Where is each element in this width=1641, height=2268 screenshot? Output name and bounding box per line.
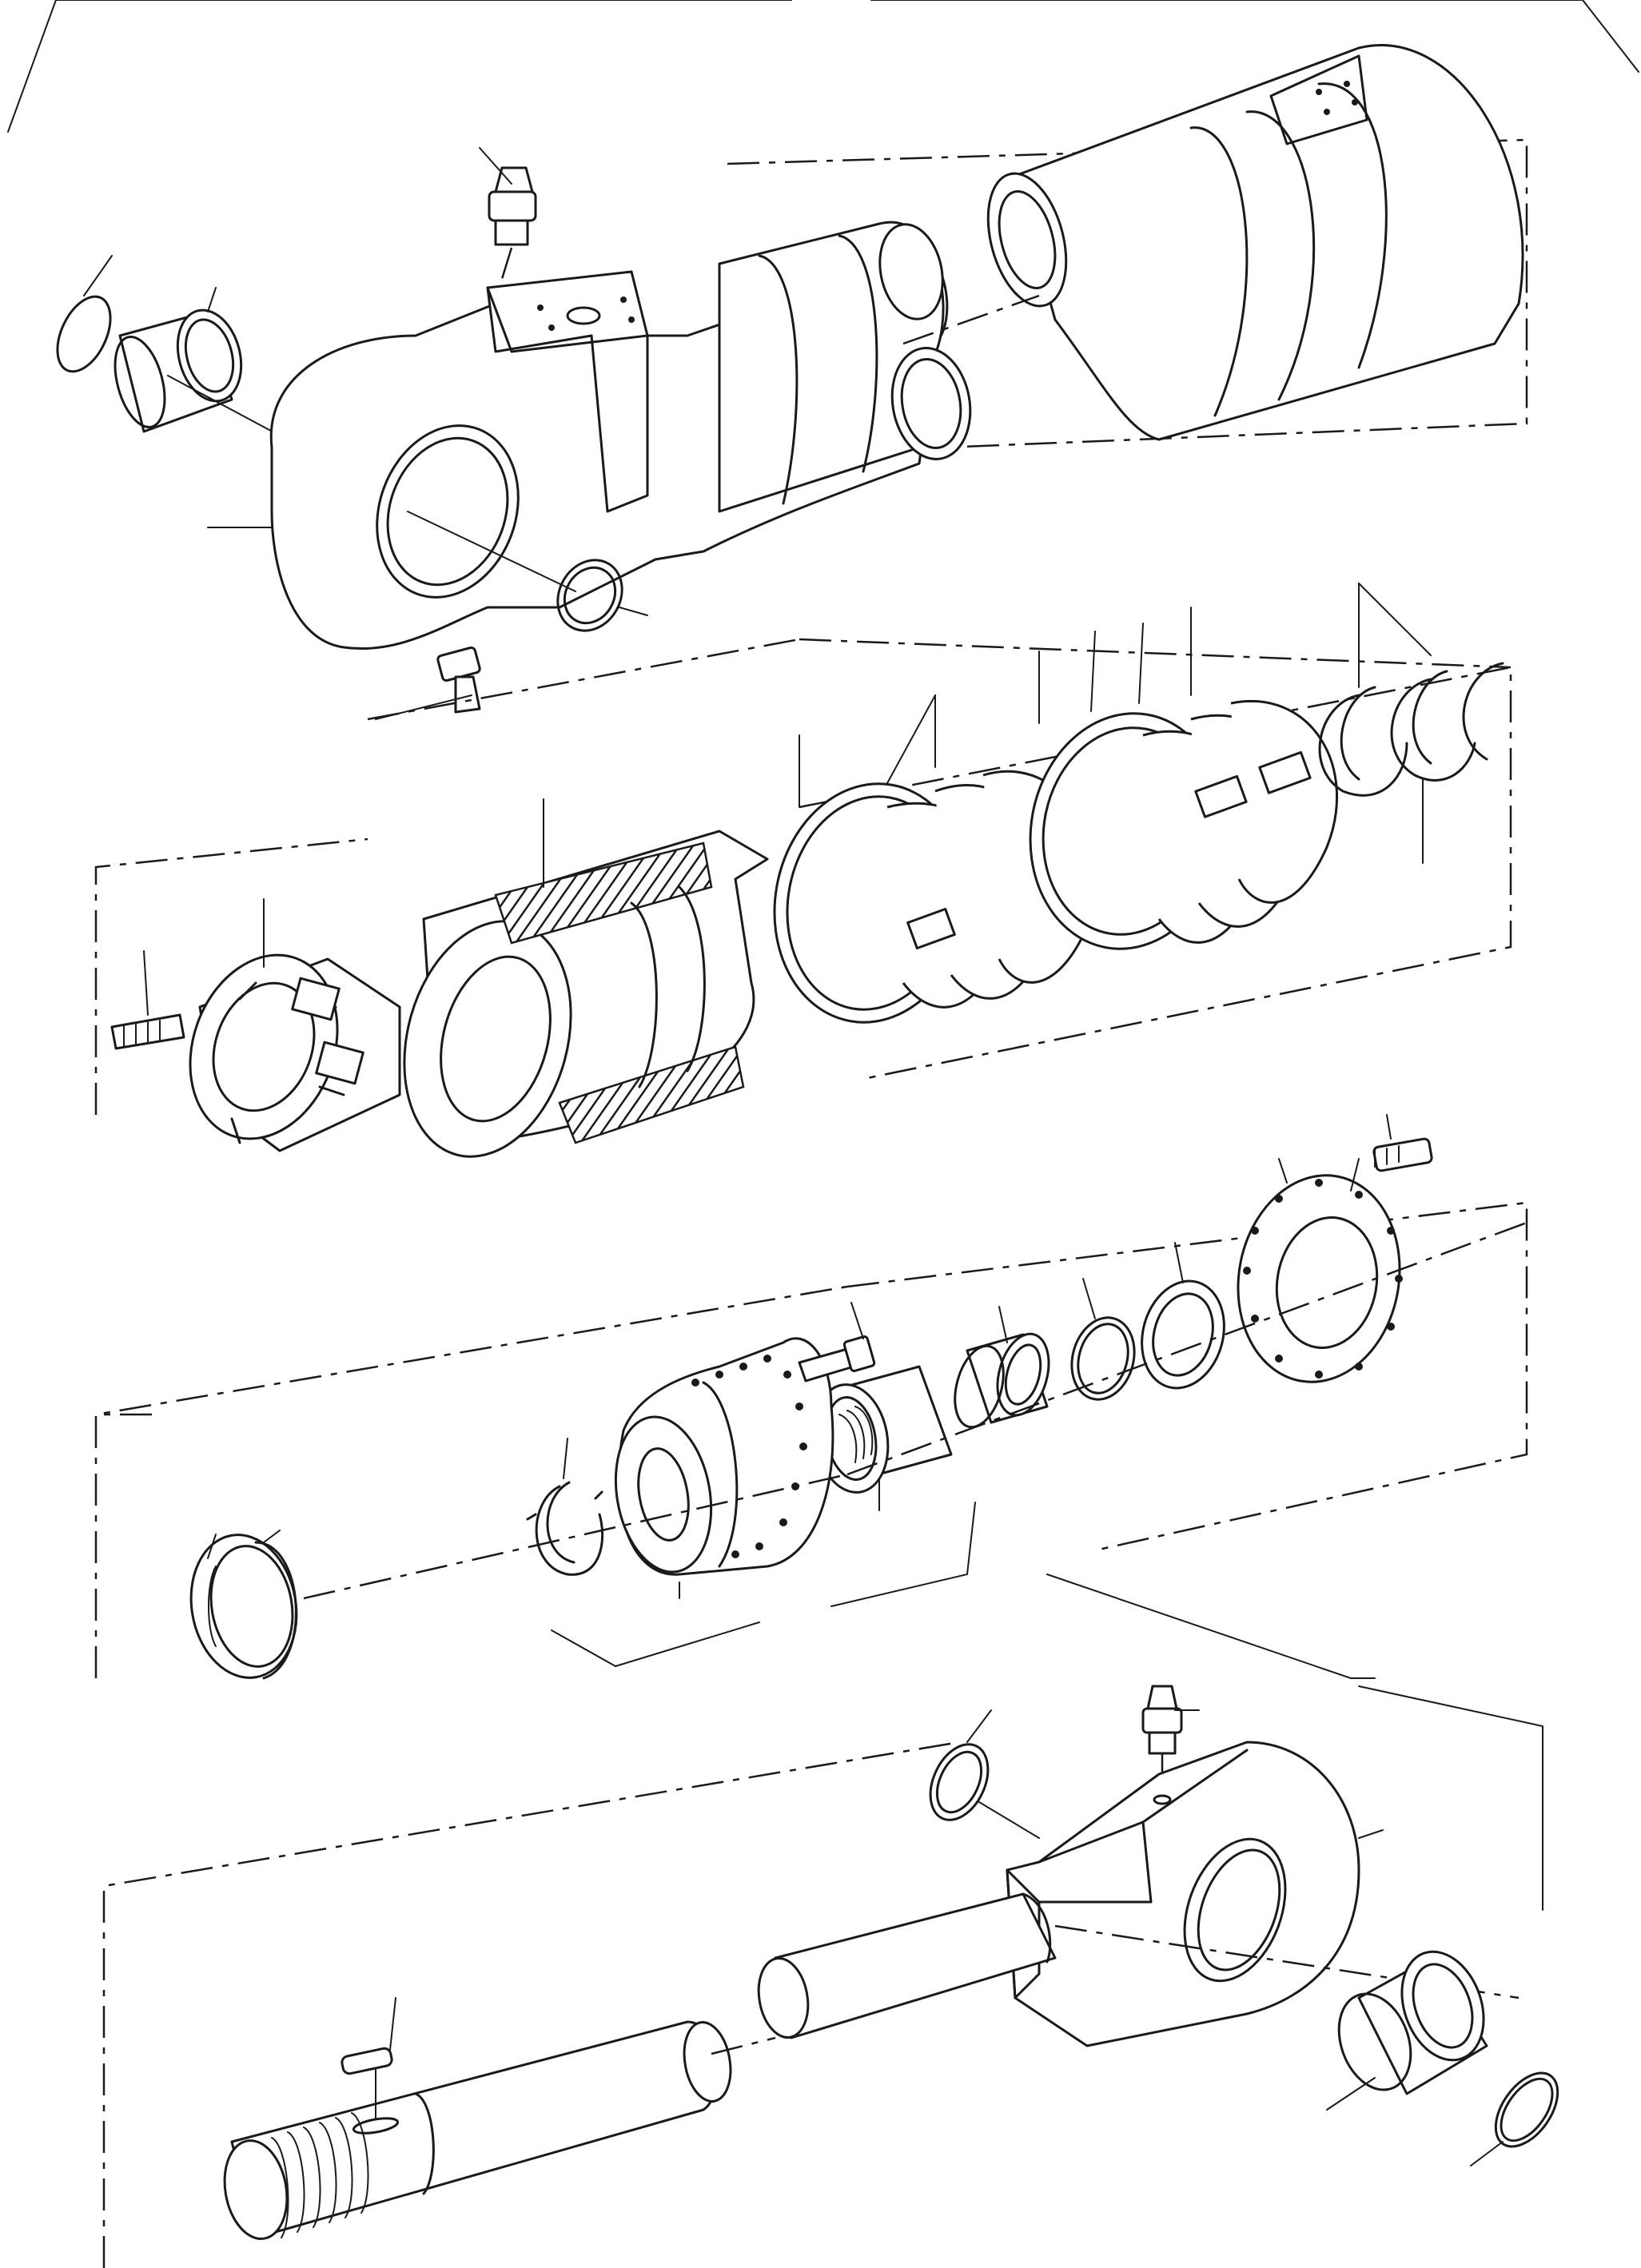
barrel-tube-right: [902, 44, 1524, 441]
rod-eye: [1006, 1741, 1384, 2047]
head-bolt-holes: [691, 1355, 807, 1558]
head-snap-ring: [526, 1438, 604, 1576]
grease-nipple-bottom: [375, 646, 481, 720]
o-ring-right: [1470, 2071, 1559, 2167]
rod-seal: [954, 1306, 1050, 1429]
bushing-right: [1326, 1950, 1488, 2111]
section-cylinder-barrel: [56, 44, 1528, 720]
snap-rings: [1318, 583, 1504, 864]
piston-rod: [223, 1892, 1520, 2240]
flange-bolt: [1372, 1114, 1433, 1172]
section-piston-seals: [94, 583, 1512, 1158]
dust-wiper: [189, 1530, 298, 1680]
rod-eye-o-ring: [929, 1709, 1040, 1839]
cylinder-barrel: [207, 221, 949, 720]
o-ring-barrel: [890, 347, 972, 460]
slotted-nut: [189, 898, 401, 1152]
cylinder-flange: [1237, 1158, 1403, 1383]
back-up-ring: [1070, 1278, 1136, 1401]
flange-bolt-holes: [1243, 1179, 1403, 1379]
frame-lines: [7, 0, 1639, 133]
o-ring-middle: [407, 511, 648, 632]
piston-seal-stack-2: [1029, 607, 1339, 950]
rod-key: [341, 1997, 396, 2119]
head-bolt: [798, 1302, 876, 1383]
set-screw: [110, 950, 185, 1050]
section-piston-rod: [102, 1574, 1559, 2268]
bushing-left: [114, 287, 281, 436]
wiper-ring: [1141, 1242, 1225, 1390]
piston: [403, 798, 769, 1158]
cylinder-head: [614, 1337, 834, 1599]
o-ring-left: [56, 255, 113, 373]
section-cylinder-head: [94, 1114, 1528, 1680]
grease-nipple-top: [478, 147, 537, 352]
